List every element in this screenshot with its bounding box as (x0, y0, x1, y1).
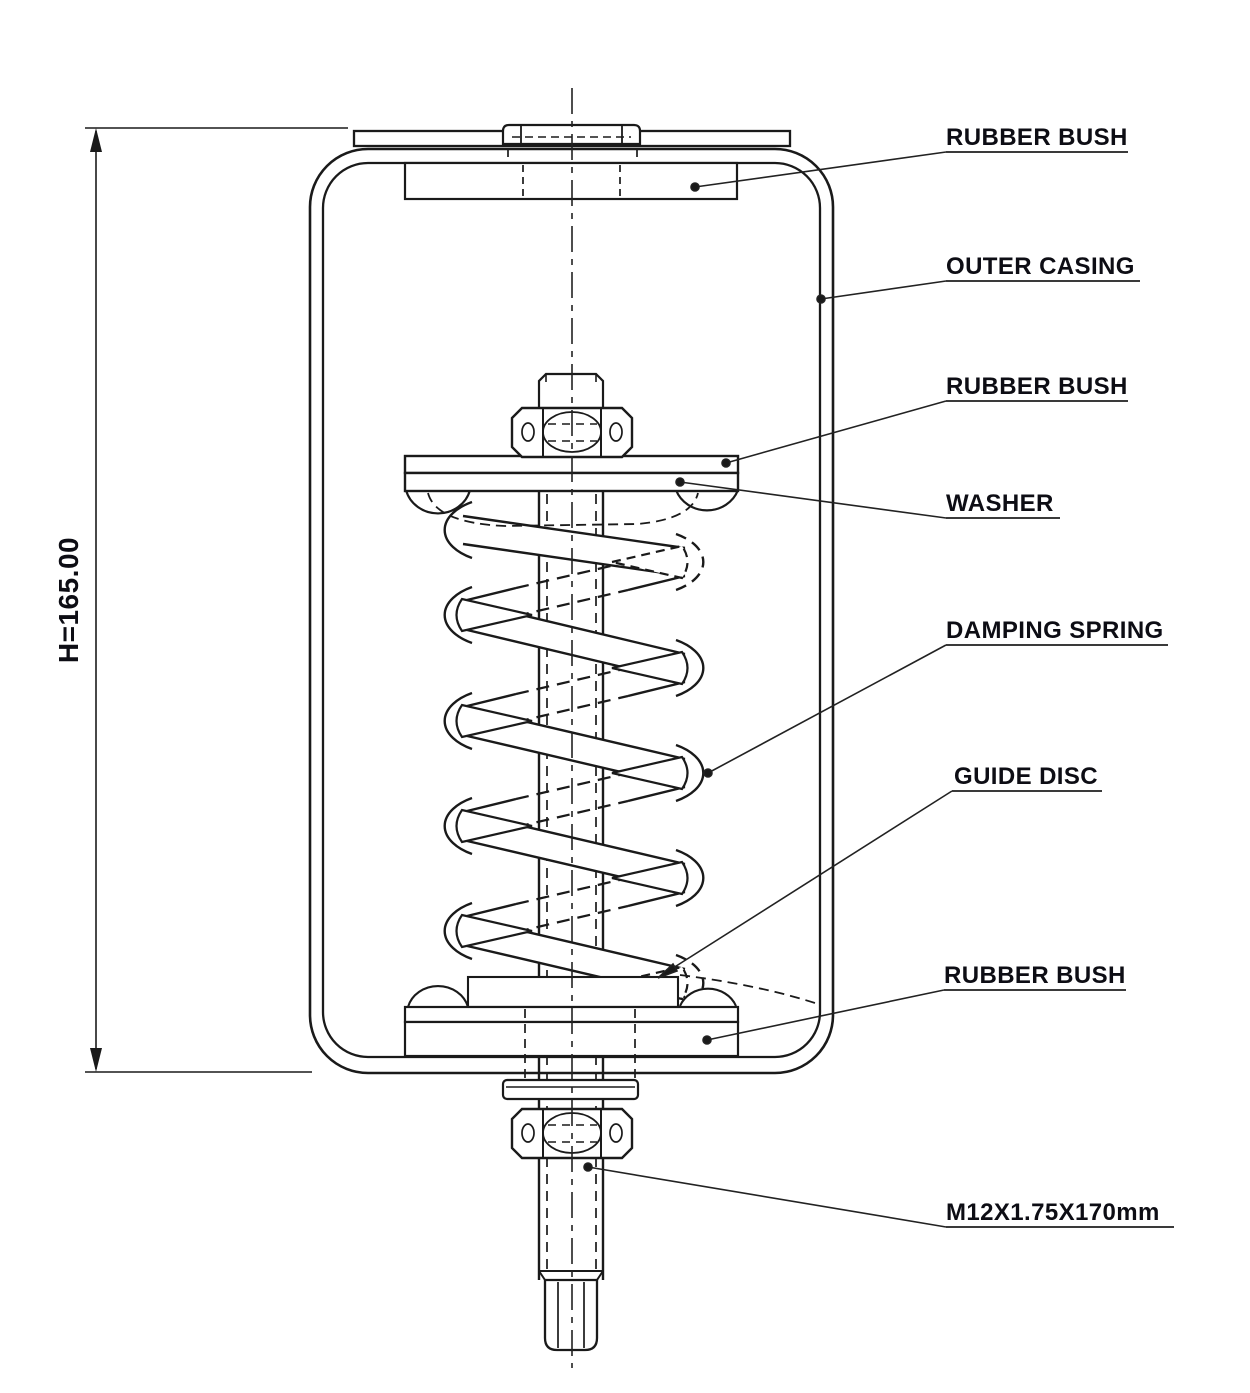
label-rubber-bush-mid: RUBBER BUSH (946, 373, 1128, 400)
rubber-bush-mid-hump-left (404, 489, 472, 515)
spring-wire-sections (455, 544, 689, 1001)
label-rubber-bush-top: RUBBER BUSH (946, 124, 1128, 151)
rubber-bush-mid-hidden-outline (427, 492, 699, 527)
rubber-bush-top (403, 161, 739, 201)
guide-disc (466, 975, 680, 1009)
leader-damping-spring (703, 644, 947, 778)
retaining-collar (501, 1078, 640, 1101)
rod-end-chamfer (538, 1270, 604, 1281)
leader-washer (675, 477, 947, 519)
part-labels: RUBBER BUSH OUTER CASING RUBBER BUSH WAS… (944, 124, 1174, 1228)
label-outer-casing: OUTER CASING (946, 253, 1135, 280)
leader-guide-disc (657, 790, 953, 979)
dimension-arrow-up (90, 128, 102, 152)
rubber-bush-bottom-hump-left (406, 985, 470, 1008)
damping-spring-front-coils (462, 514, 686, 999)
height-dimension (85, 127, 348, 1073)
leader-rubber-bush-top (690, 151, 947, 192)
rod-stub (537, 372, 605, 413)
rubber-bush-bottom-hump-right (679, 987, 737, 1007)
hidden-coil-end (679, 974, 819, 1005)
top-hidden-lines (507, 150, 638, 197)
outer-casing (308, 147, 835, 1075)
label-thread-spec: M12X1.75X170mm (946, 1199, 1160, 1226)
dimension-arrow-down (90, 1048, 102, 1072)
label-damping-spring: DAMPING SPRING (946, 617, 1164, 644)
height-dimension-label: H=165.00 (53, 537, 84, 663)
leader-rubber-bush-mid (721, 400, 947, 468)
bottom-assembly (403, 974, 819, 1352)
top-assembly (352, 123, 792, 201)
leader-outer-casing (816, 280, 947, 304)
label-washer: WASHER (946, 490, 1054, 517)
label-rubber-bush-bottom: RUBBER BUSH (944, 962, 1126, 989)
label-guide-disc: GUIDE DISC (954, 763, 1098, 790)
leader-rubber-bush-bottom (702, 989, 945, 1045)
rod-hex-end (543, 1278, 599, 1352)
leader-thread-spec (583, 1162, 947, 1228)
rubber-bush-mid-hump-right (674, 489, 740, 512)
leader-lines (583, 151, 953, 1228)
leader-arrowhead (657, 962, 679, 979)
